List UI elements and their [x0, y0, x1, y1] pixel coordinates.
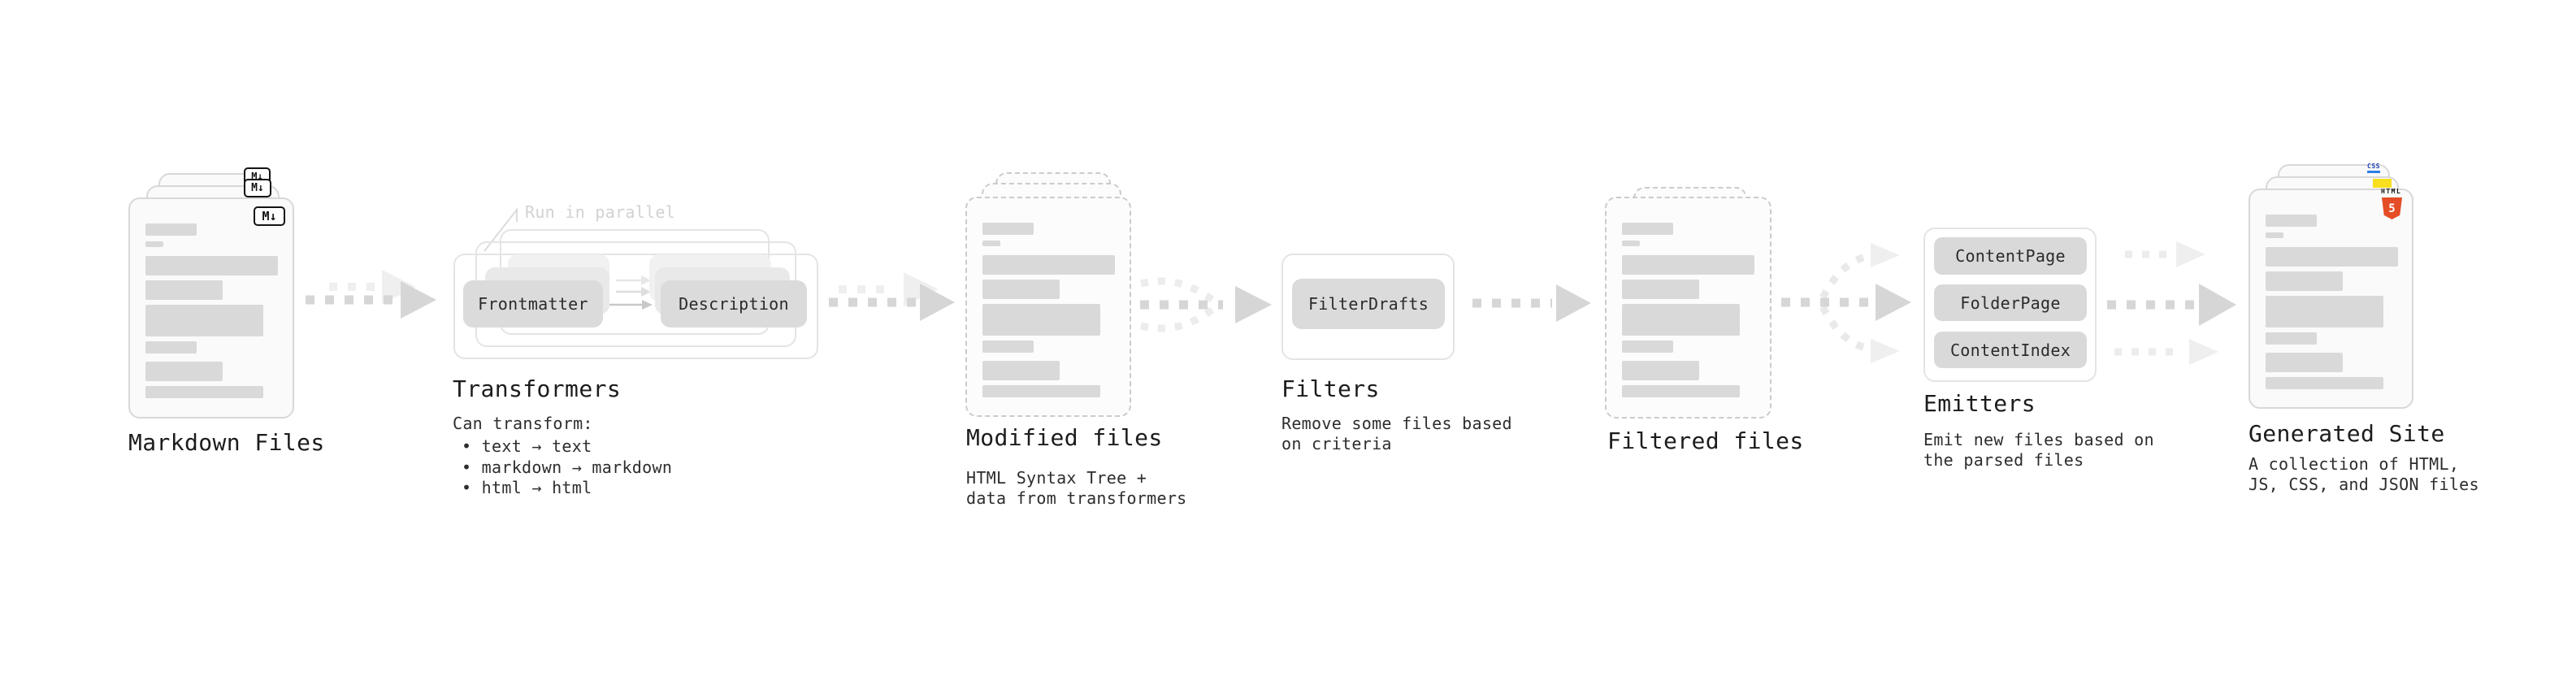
placeholder-bar [982, 255, 1115, 275]
placeholder-bar [982, 385, 1100, 397]
js-icon [2373, 179, 2392, 188]
placeholder-bar [982, 280, 1060, 299]
placeholder-bar [2266, 296, 2383, 327]
placeholder-bar [982, 340, 1034, 353]
filtered-file-card [1605, 197, 1772, 419]
transformer-box-frontmatter: Frontmatter [463, 280, 603, 327]
generated-site-description: A collection of HTML, JS, CSS, and JSON … [2249, 454, 2479, 494]
stage-title-emitters: Emitters [1923, 390, 2036, 417]
filters-description: Remove some files based on criteria [1281, 414, 1512, 453]
placeholder-bar [145, 223, 197, 236]
placeholder-bar [982, 241, 1000, 246]
markdown-icon: M↓ [254, 206, 285, 226]
arrow-transformers-to-modified [829, 272, 955, 321]
placeholder-bar [1622, 241, 1640, 246]
placeholder-bar [145, 305, 263, 336]
stage-title-transformers: Transformers [453, 375, 622, 402]
emitters-description: Emit new files based on the parsed files [1923, 430, 2154, 470]
bullet-item: • text → text [462, 436, 592, 456]
css-icon: CSS [2367, 163, 2380, 173]
arrow-filters-to-filtered [1472, 284, 1591, 322]
emitter-box-contentindex: ContentIndex [1934, 332, 2087, 368]
placeholder-bar [145, 362, 223, 381]
run-in-parallel-label: Run in parallel [525, 202, 676, 222]
html5-icon: HTML [2381, 188, 2402, 195]
html5-icon: 5 [2382, 197, 2402, 219]
placeholder-bar [2266, 332, 2317, 345]
emitter-box-folderpage: FolderPage [1934, 284, 2087, 321]
placeholder-bar [2266, 232, 2283, 238]
placeholder-bar [982, 361, 1060, 380]
placeholder-bar [145, 280, 223, 300]
stage-title-markdown-files: Markdown Files [128, 429, 325, 456]
arrow-markdown-to-transformers [306, 270, 436, 319]
placeholder-bar [145, 341, 197, 354]
placeholder-bar [982, 223, 1034, 235]
emitter-box-contentpage: ContentPage [1934, 237, 2087, 275]
modified-files-description: HTML Syntax Tree + data from transformer… [966, 468, 1187, 508]
markdown-file-card [128, 197, 294, 419]
stage-title-filters: Filters [1281, 375, 1380, 402]
placeholder-bar [1622, 280, 1699, 299]
stage-title-filtered-files: Filtered files [1607, 427, 1804, 454]
placeholder-bar [145, 241, 163, 247]
placeholder-bar [1622, 255, 1754, 275]
placeholder-bar [2266, 271, 2343, 291]
arrow-modified-to-filters [1140, 277, 1272, 332]
transformers-description-heading: Can transform: [453, 414, 593, 433]
placeholder-bar [982, 304, 1100, 336]
placeholder-bar [145, 256, 278, 275]
filter-box-filterdrafts: FilterDrafts [1292, 279, 1445, 329]
placeholder-bar [2266, 215, 2317, 227]
placeholder-bar [2266, 247, 2398, 267]
bullet-item: • html → html [462, 478, 592, 497]
arrow-emitters-to-generated [2107, 241, 2236, 365]
arrow-filtered-to-emitters [1781, 243, 1911, 363]
bullet-item: • markdown → markdown [462, 457, 673, 477]
generated-file-card [2249, 189, 2413, 409]
transformers-container [453, 254, 818, 359]
placeholder-bar [145, 386, 263, 398]
placeholder-bar [1622, 304, 1740, 336]
stage-title-generated-site: Generated Site [2249, 420, 2445, 447]
placeholder-bar [1622, 385, 1740, 397]
placeholder-bar [1622, 340, 1673, 353]
placeholder-bar [2266, 377, 2383, 389]
placeholder-bar [1622, 223, 1673, 235]
transformer-box-description: Description [661, 280, 807, 327]
placeholder-bar [2266, 353, 2343, 372]
transformers-bullet-list: • text → text • markdown → markdown • ht… [453, 436, 672, 499]
placeholder-bar [1622, 361, 1699, 380]
modified-file-card [965, 197, 1131, 417]
stage-title-modified-files: Modified files [966, 424, 1163, 451]
markdown-icon: M↓ [244, 179, 271, 197]
